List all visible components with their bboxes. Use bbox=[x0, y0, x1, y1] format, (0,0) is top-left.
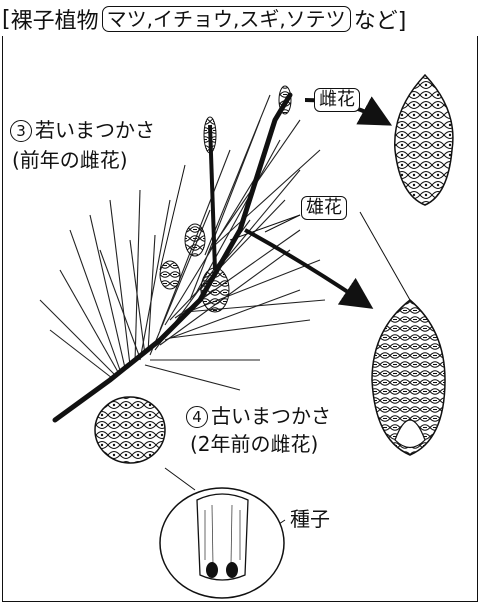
branch bbox=[55, 95, 290, 420]
label-young-cone: 3若いまつかさ bbox=[10, 118, 155, 142]
old-cone bbox=[95, 397, 165, 463]
label-seed: 種子 bbox=[290, 507, 330, 531]
male-arrow bbox=[245, 230, 360, 300]
young-cone-text: 若いまつかさ bbox=[35, 118, 155, 142]
young-cone-number: 3 bbox=[10, 120, 32, 142]
label-female-flower: 雌花 bbox=[314, 88, 360, 112]
label-male-flower: 雄花 bbox=[301, 196, 347, 220]
old-cone-text: 古いまつかさ bbox=[211, 404, 331, 428]
old-cone-number: 4 bbox=[186, 406, 208, 428]
label-old-cone: 4古いまつかさ bbox=[186, 404, 331, 428]
label-young-cone-note: (前年の雌花) bbox=[12, 148, 128, 172]
female-flower bbox=[395, 75, 453, 205]
label-old-cone-note: (2年前の雌花) bbox=[190, 432, 318, 456]
